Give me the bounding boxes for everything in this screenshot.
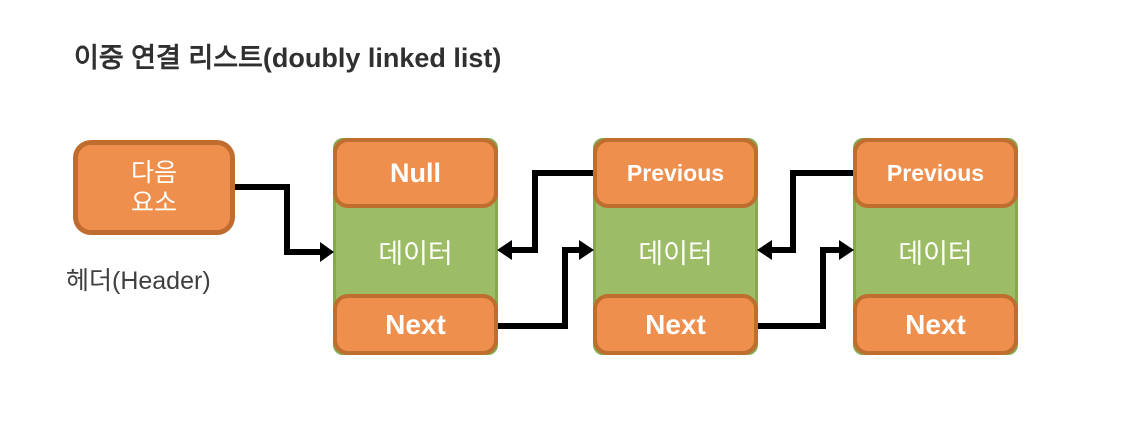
header-node-label: 다음 요소 [130,158,177,217]
node-3-data-cell: 데이터 [898,238,973,269]
node-1-data-cell: 데이터 [378,238,453,269]
node-2-data-cell: 데이터 [638,238,713,269]
header-caption: 헤더(Header) [66,267,211,295]
node-3-prev-pointer-cell: Previous [853,138,1018,208]
node-2-next-pointer-cell: Next [593,294,758,355]
arrow-node2-next-to-node3 [758,240,854,329]
node-3-next-pointer-cell: Next [853,294,1018,355]
arrow-header-to-node1 [235,184,334,262]
list-node-3: 데이터 Previous Next [853,138,1018,355]
arrow-node2-prev-to-node1 [497,170,593,260]
list-node-1: 데이터 Null Next [333,138,498,355]
node-2-prev-pointer-cell: Previous [593,138,758,208]
header-node-box: 다음 요소 [73,140,235,235]
arrow-node3-prev-to-node2 [757,170,853,260]
arrow-node1-next-to-node2 [498,240,594,329]
node-1-prev-pointer-cell: Null [333,138,498,208]
diagram-title: 이중 연결 리스트(doubly linked list) [74,43,502,73]
node-1-next-pointer-cell: Next [333,294,498,355]
list-node-2: 데이터 Previous Next [593,138,758,355]
